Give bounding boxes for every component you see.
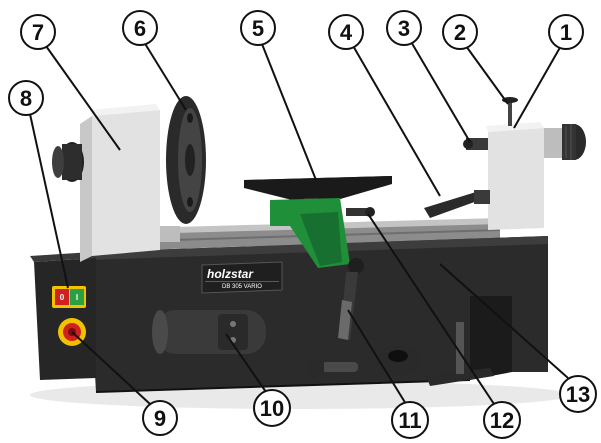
callout-11: 11 [391, 401, 429, 439]
headstock [52, 104, 160, 262]
leader-line-4 [351, 43, 441, 197]
callout-1: 1 [548, 14, 584, 50]
callout-10: 10 [253, 389, 291, 427]
leader-line-7 [45, 45, 121, 151]
motor [152, 310, 266, 354]
callout-9-label: 9 [154, 406, 166, 431]
callout-13: 13 [559, 375, 597, 413]
on-label: I [76, 293, 78, 302]
brand-logo-text: holzstar [207, 267, 254, 281]
callout-8-label: 8 [20, 86, 32, 111]
leader-line-13 [439, 263, 569, 379]
leader-line-5 [261, 43, 317, 181]
callout-7: 7 [20, 14, 56, 50]
callout-5: 5 [240, 10, 276, 46]
accessory-tool-rest-t [426, 322, 494, 386]
leader-line-11 [347, 309, 407, 405]
leader-line-8 [29, 113, 69, 289]
leader-line-6 [143, 41, 187, 111]
leader-lines [29, 39, 569, 405]
callout-8: 8 [8, 80, 44, 116]
leader-line-1 [513, 43, 563, 129]
accessory-spur-center [308, 358, 358, 378]
brand-plate: holzstar DB 305 VARIO [201, 261, 283, 294]
spindle-shaft [160, 226, 180, 242]
leader-line-9 [71, 331, 151, 405]
callout-6-label: 6 [134, 16, 146, 41]
callout-13-label: 13 [566, 382, 590, 407]
clamp-lever [338, 258, 364, 340]
tool-rest-holder [270, 198, 375, 268]
leader-line-3 [409, 39, 471, 143]
callout-11-label: 11 [398, 408, 421, 433]
callout-1-label: 1 [560, 20, 572, 45]
on-off-switch: 0 I [52, 286, 86, 308]
leader-line-12 [367, 213, 495, 405]
control-box: 0 I [30, 252, 96, 380]
model-text: DB 305 VARIO [222, 284, 262, 290]
callout-6: 6 [122, 10, 158, 46]
callout-4-label: 4 [340, 20, 353, 45]
callout-4: 4 [328, 14, 364, 50]
off-label: 0 [60, 293, 65, 302]
tailstock [463, 97, 586, 230]
callout-2-label: 2 [454, 20, 466, 45]
callout-12: 12 [483, 401, 521, 439]
callout-12-label: 12 [490, 408, 514, 433]
callout-10-label: 10 [260, 396, 284, 421]
leader-line-2 [465, 45, 509, 105]
leader-line-10 [225, 333, 267, 393]
callout-3: 3 [386, 10, 422, 46]
on-button [70, 289, 84, 305]
handwheel [166, 96, 206, 224]
callout-5-label: 5 [252, 16, 264, 41]
callout-2: 2 [442, 14, 478, 50]
callout-9: 9 [142, 400, 178, 436]
tailstock-lever [424, 190, 490, 218]
callout-7-label: 7 [32, 20, 44, 45]
off-button [55, 289, 69, 305]
callout-3-label: 3 [398, 16, 410, 41]
accessory-nut [376, 346, 420, 374]
